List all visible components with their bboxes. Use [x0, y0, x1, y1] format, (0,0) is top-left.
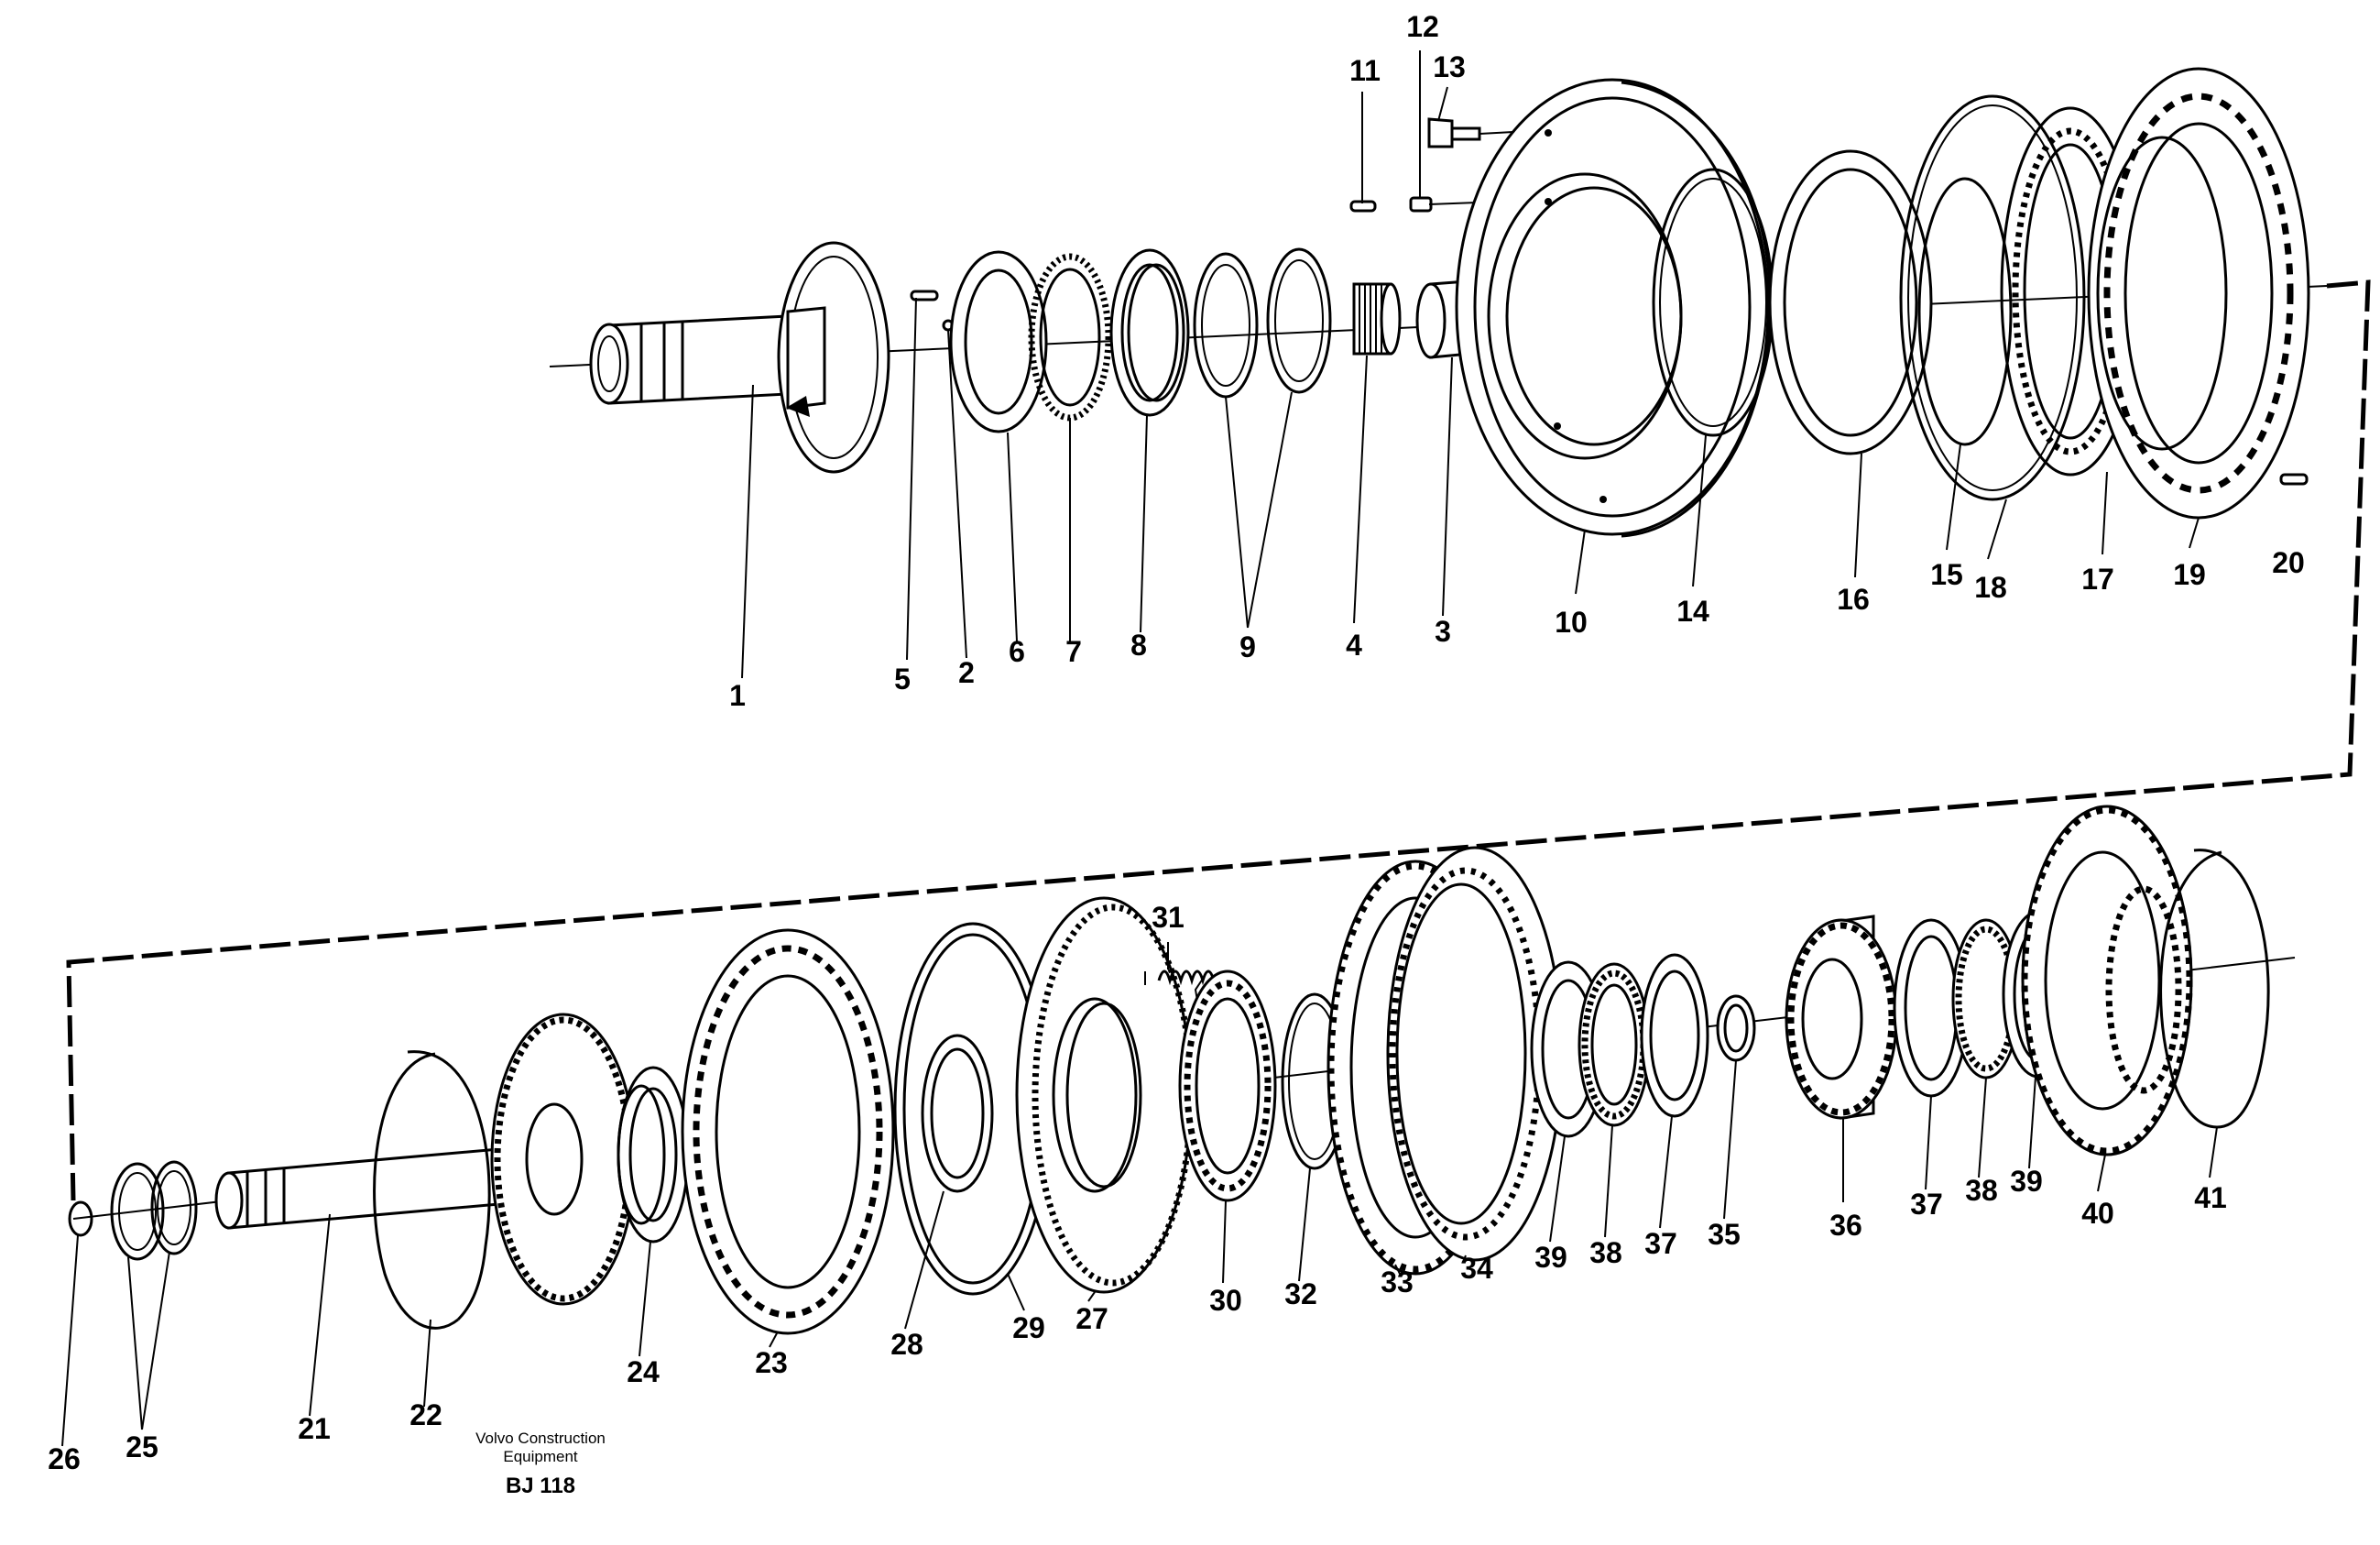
- part-23-drum: [681, 928, 895, 1335]
- callout-35: 35: [1708, 1218, 1741, 1251]
- callout-6: 6: [1009, 635, 1025, 668]
- part-25-rings: [110, 1160, 198, 1261]
- part-38-bearing-lower: [1578, 962, 1651, 1127]
- part-27-piston: [1015, 896, 1195, 1294]
- assembly-link-dashed-line: [66, 279, 2371, 1201]
- upper-assembly: [549, 50, 2328, 679]
- drawing-code: BJ 118: [505, 1474, 576, 1498]
- part-5-pin: [910, 290, 939, 301]
- callout-38-lower: 38: [1589, 1236, 1622, 1269]
- callout-39-lower: 39: [1534, 1241, 1567, 1274]
- callout-24: 24: [627, 1355, 660, 1388]
- part-19-plate: [2087, 67, 2310, 520]
- part-41-snap-ring: [2159, 849, 2270, 1129]
- part-36-hub: [1785, 915, 1898, 1120]
- callout-4: 4: [1346, 629, 1362, 662]
- callout-23: 23: [755, 1346, 788, 1379]
- callout-15: 15: [1930, 558, 1963, 591]
- callout-9: 9: [1239, 630, 1256, 663]
- lower-assembly: [61, 805, 2296, 1447]
- part-26-ring: [68, 1200, 93, 1237]
- part-8-cone: [1109, 248, 1190, 417]
- callout-7: 7: [1065, 635, 1082, 668]
- drawing-caption: Volvo Construction Equipment BJ 118: [440, 1430, 641, 1499]
- part-37-washer-lower: [1640, 953, 1709, 1118]
- callout-40: 40: [2081, 1197, 2114, 1230]
- brand-line-2: Equipment: [503, 1448, 578, 1465]
- callout-22: 22: [409, 1398, 442, 1431]
- part-15-ring: [1917, 177, 2013, 446]
- callout-18: 18: [1974, 571, 2007, 604]
- callout-26: 26: [48, 1442, 81, 1475]
- callout-32: 32: [1284, 1277, 1317, 1310]
- part-28-ring: [921, 1034, 994, 1193]
- callout-11: 11: [1349, 54, 1381, 87]
- callout-41: 41: [2194, 1181, 2227, 1214]
- part-18-snap-ring: [1899, 94, 2086, 501]
- callout-37-lower: 37: [1644, 1227, 1677, 1260]
- callout-37-upper: 37: [1910, 1188, 1943, 1221]
- part-9-rings: [1193, 247, 1332, 399]
- callout-33: 33: [1381, 1266, 1414, 1298]
- callout-numbers-upper: 1 2 3 4 5 6 7 8 9 10 11 12 13 14 15 16 1…: [729, 10, 2305, 712]
- callout-31: 31: [1152, 901, 1185, 934]
- brand-line-1: Volvo Construction: [475, 1430, 606, 1447]
- callout-14: 14: [1676, 595, 1709, 628]
- callout-numbers-lower: 21 22 23 24 25 26 27 28 29 30 31 32 33 3…: [48, 901, 2227, 1475]
- part-35-bushing: [1716, 994, 1756, 1062]
- part-4-needle-bearing: [1352, 282, 1402, 356]
- callout-5: 5: [894, 663, 911, 696]
- callout-28: 28: [890, 1328, 923, 1361]
- callout-10: 10: [1555, 606, 1588, 639]
- part-21-gear: [490, 1013, 637, 1306]
- part-20-pin: [2279, 473, 2309, 486]
- part-1-shaft: [589, 241, 890, 474]
- callout-19: 19: [2173, 558, 2206, 591]
- upper-leader-lines: [741, 50, 2200, 679]
- callout-8: 8: [1130, 629, 1147, 662]
- callout-39-upper: 39: [2010, 1165, 2043, 1198]
- callout-38-upper: 38: [1965, 1174, 1998, 1207]
- callout-34: 34: [1460, 1252, 1493, 1285]
- callout-27: 27: [1075, 1302, 1108, 1335]
- callout-1: 1: [729, 679, 746, 712]
- callout-3: 3: [1435, 615, 1451, 648]
- part-30-bearing: [1178, 970, 1277, 1202]
- callout-25: 25: [126, 1430, 158, 1463]
- callout-17: 17: [2081, 563, 2114, 596]
- lower-leader-lines: [61, 942, 2218, 1447]
- callout-29: 29: [1012, 1311, 1045, 1344]
- callout-21: 21: [298, 1412, 331, 1445]
- part-16-piston: [1768, 149, 1933, 455]
- callout-2: 2: [958, 656, 975, 689]
- callout-30: 30: [1209, 1284, 1242, 1317]
- part-22-snap-ring: [373, 1050, 491, 1330]
- callout-12: 12: [1406, 10, 1439, 43]
- part-40-gear-drum: [2021, 805, 2193, 1156]
- callout-36: 36: [1829, 1209, 1862, 1242]
- part-12-plug: [1409, 196, 1433, 213]
- callout-13: 13: [1433, 50, 1466, 83]
- part-13-bolt: [1427, 117, 1481, 148]
- part-10-housing: [1455, 78, 1772, 538]
- callout-16: 16: [1837, 583, 1870, 616]
- part-24-bearing: [617, 1066, 690, 1244]
- callout-20: 20: [2272, 546, 2305, 579]
